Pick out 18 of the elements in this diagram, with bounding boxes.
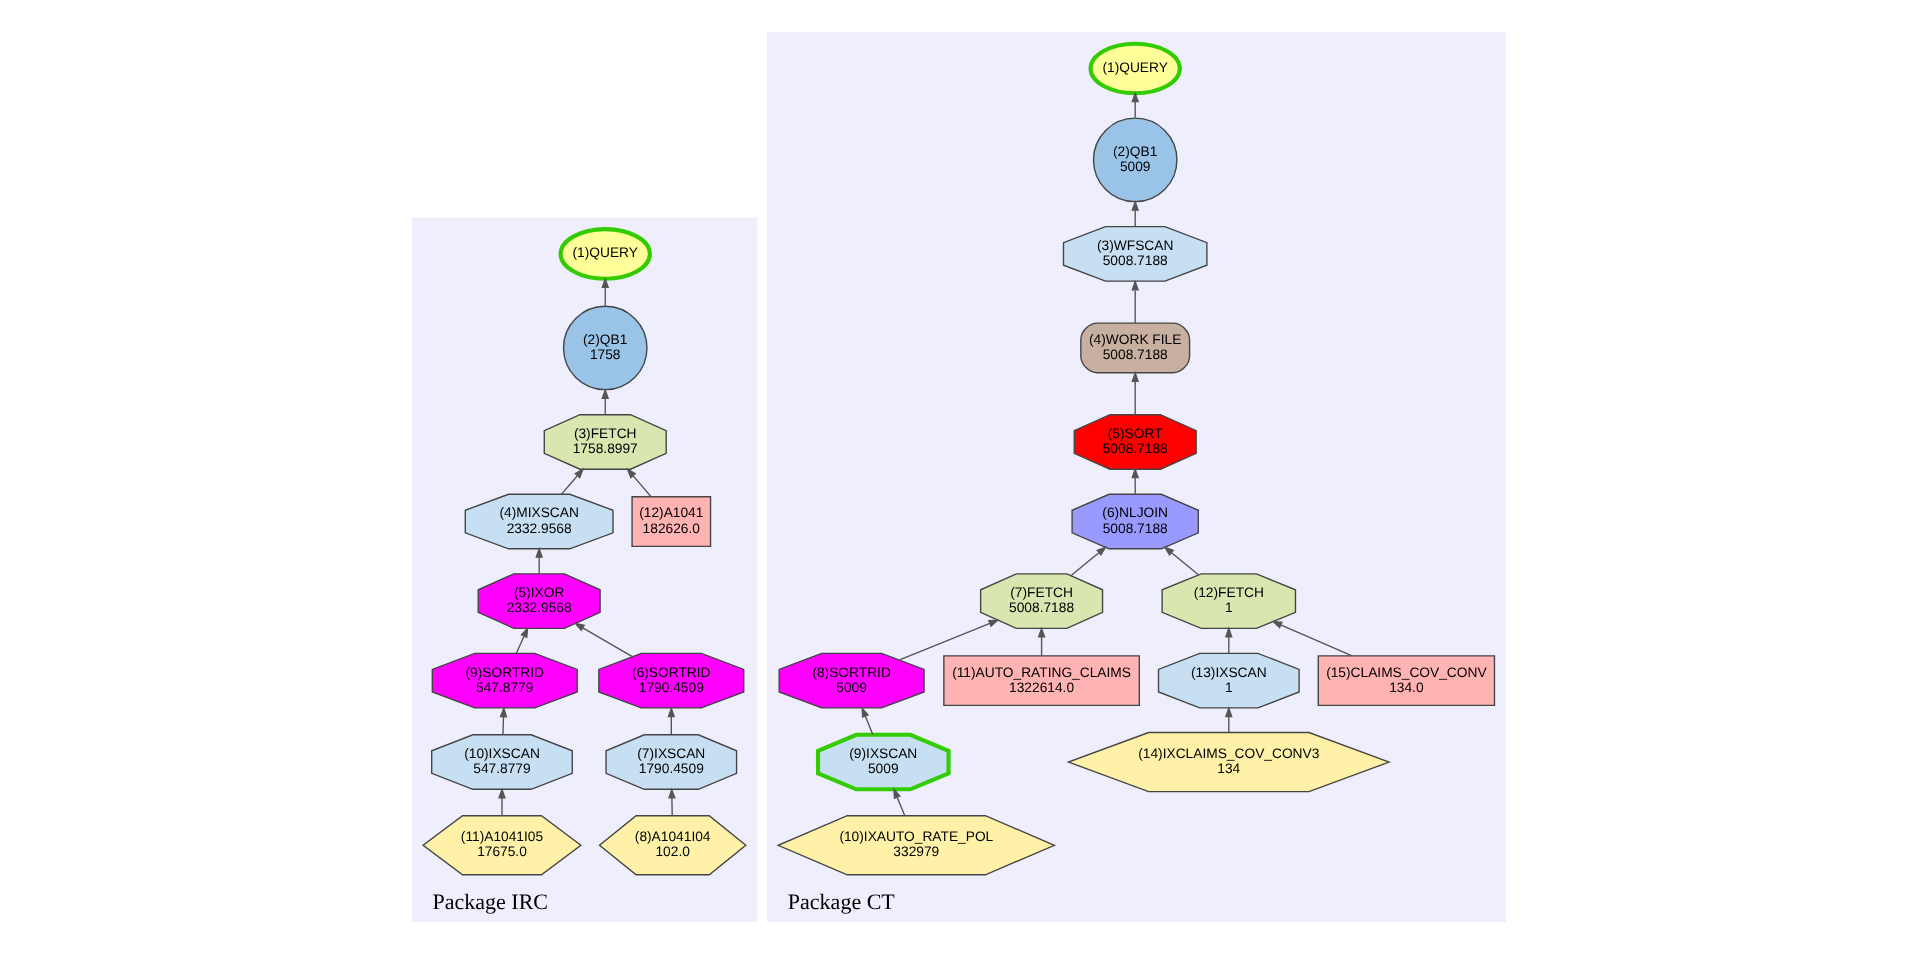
arrow [498, 706, 507, 736]
arrow [1069, 546, 1107, 577]
arrow [559, 467, 584, 495]
arrow [667, 787, 675, 817]
arrow [600, 277, 609, 307]
arrow [625, 467, 651, 498]
arrow [572, 622, 633, 658]
arrow [1036, 626, 1045, 657]
arrow [514, 626, 528, 654]
arrow [892, 787, 905, 817]
arrow [1130, 371, 1139, 416]
arrow [1162, 546, 1198, 576]
arrow [860, 706, 873, 736]
arrow [534, 546, 543, 575]
arrow [1270, 620, 1352, 657]
arrow [497, 787, 505, 817]
arrow [897, 619, 999, 661]
arrow [1130, 279, 1139, 324]
